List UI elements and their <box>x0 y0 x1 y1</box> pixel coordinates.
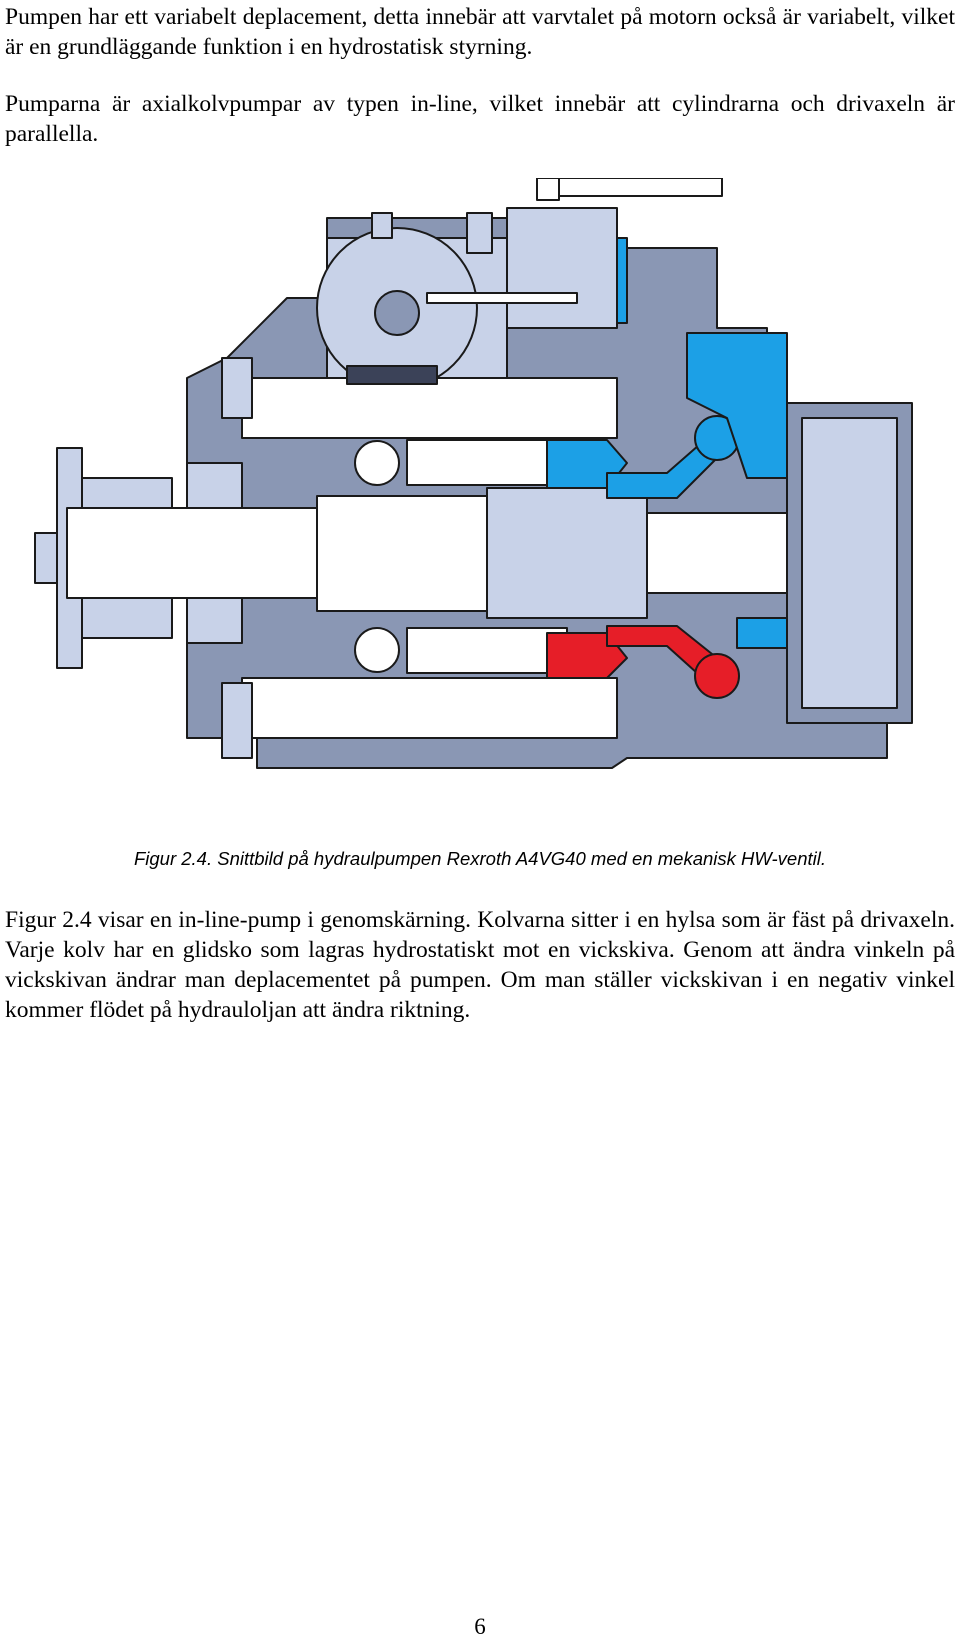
page-number: 6 <box>474 1614 486 1639</box>
drive-shaft-splined <box>316 495 498 612</box>
hw-valve-knob <box>536 178 560 201</box>
cylinder-block <box>486 487 648 619</box>
figure-caption: Figur 2.4. Snittbild på hydraulpumpen Re… <box>133 848 827 869</box>
pump-type-paragraph: Pumparna är axialkolvpumpar av typen in-… <box>5 91 955 147</box>
high-pressure-port <box>694 653 740 699</box>
fitting-top-mid <box>466 212 493 254</box>
flange-bolt <box>34 532 58 584</box>
figure-description-paragraph: Figur 2.4 visar en in-line-pump i genoms… <box>5 907 955 1023</box>
hw-valve-lever <box>546 178 723 197</box>
fitting-left-lower <box>221 682 253 759</box>
servo-rod <box>426 292 578 304</box>
end-cover-inner <box>801 417 898 709</box>
lower-cavity <box>241 677 618 739</box>
fitting-left-upper <box>221 357 253 419</box>
hw-valve-body <box>506 207 618 329</box>
slipper-lower <box>354 627 400 673</box>
piston-lower <box>406 627 568 674</box>
drive-shaft-left <box>66 507 328 599</box>
intro-paragraph: Pumpen har ett variabelt deplacement, de… <box>5 4 955 60</box>
swashplate-pin <box>374 290 420 336</box>
inlet-port <box>686 332 788 479</box>
pump-cross-section-figure <box>34 178 913 769</box>
upper-cavity <box>241 377 618 439</box>
bearing-upper <box>186 462 243 509</box>
fitting-top-left <box>371 212 393 239</box>
bearing-lower <box>186 597 243 644</box>
piston-upper <box>406 439 568 486</box>
slipper-upper <box>354 440 400 486</box>
dark-block <box>346 365 438 385</box>
